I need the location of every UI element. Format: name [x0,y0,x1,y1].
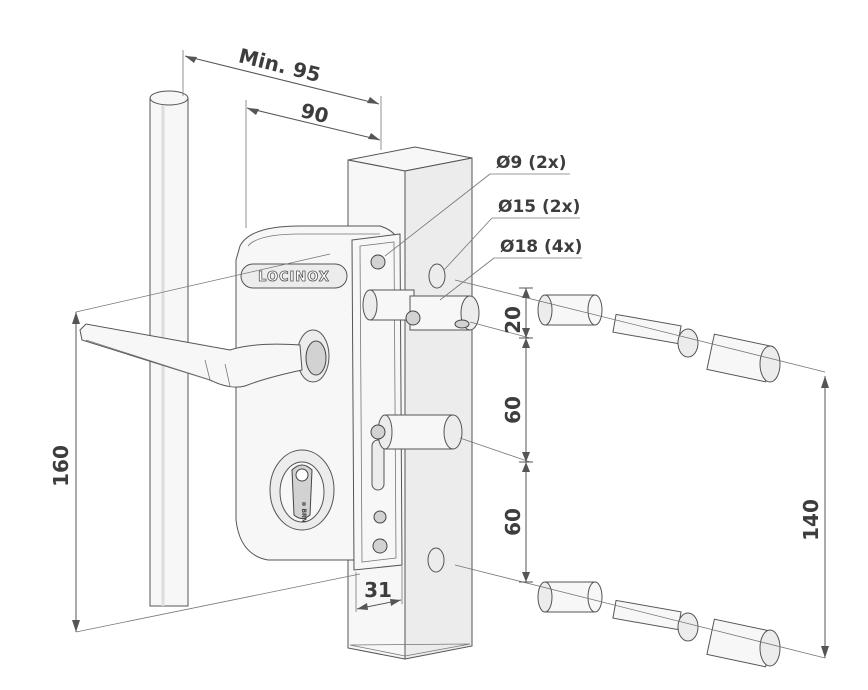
callout-d18: Ø18 (4x) [439,237,582,301]
brand-logo: LOCINOX [258,270,330,285]
dimension-chain-vertical: 20 60 60 [501,287,533,583]
callout-d18-label: Ø18 (4x) [500,237,582,257]
dim-20-label: 20 [501,306,525,334]
lock-cylinder: ⊗ BRN [269,449,335,531]
lower-pins [370,414,463,450]
dim-min95-label: Min. 95 [236,43,323,86]
callout-d9-label: Ø9 (2x) [496,153,567,173]
dim-60-bottom-label: 60 [501,508,525,536]
upper-pins [362,289,480,331]
dimension-140: 140 [799,376,829,658]
callout-d15-label: Ø15 (2x) [498,197,580,217]
dim-90-label: 90 [298,98,331,128]
lever-handle [79,323,330,388]
dimension-min95: Min. 95 [182,43,382,150]
dim-31-label: 31 [364,578,392,602]
dim-60-top-label: 60 [501,396,525,424]
dim-140-label: 140 [799,499,823,541]
cylinder-mark: ⊗ BRN [300,501,307,522]
fixing-set-bottom [537,581,781,668]
dim-160-label: 160 [49,445,73,487]
dimension-160: 160 [49,312,80,632]
profile-holes [427,263,446,573]
face-plate [351,233,403,571]
dimension-31: 31 [355,566,403,612]
fixing-set-top [537,294,781,383]
construction-lines [75,253,826,659]
callout-d15: Ø15 (2x) [443,197,580,271]
callout-d9: Ø9 (2x) [384,153,570,257]
